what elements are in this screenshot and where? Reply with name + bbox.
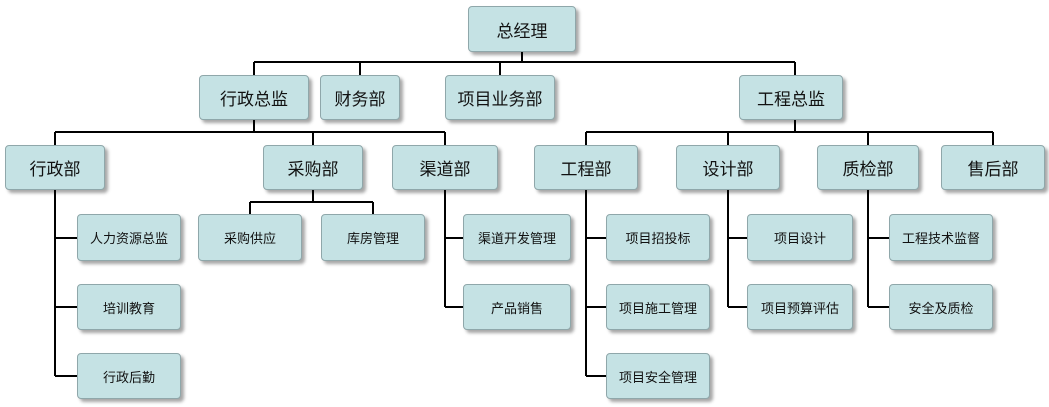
- node-budget-eval: 项目预算评估: [747, 284, 853, 330]
- node-admin-logistics: 行政后勤: [77, 353, 181, 399]
- node-admin-dept: 行政部: [5, 145, 105, 190]
- node-project-design: 项目设计: [747, 214, 853, 261]
- node-channel: 渠道部: [392, 145, 498, 190]
- node-warehouse: 库房管理: [321, 214, 425, 261]
- node-purchase-supply: 采购供应: [198, 214, 302, 261]
- node-bidding: 项目招投标: [606, 214, 710, 261]
- node-safety: 项目安全管理: [606, 353, 710, 399]
- node-quality: 质检部: [817, 145, 919, 190]
- node-safety-quality: 安全及质检: [889, 284, 993, 330]
- node-construction: 项目施工管理: [606, 284, 710, 330]
- node-training: 培训教育: [77, 284, 181, 330]
- node-engineering-director: 工程总监: [739, 75, 843, 120]
- node-after-sales: 售后部: [941, 145, 1045, 190]
- node-admin-director: 行政总监: [199, 75, 309, 120]
- node-tech-supervision: 工程技术监督: [889, 214, 993, 261]
- node-project-business: 项目业务部: [445, 75, 555, 120]
- node-purchasing: 采购部: [263, 145, 363, 190]
- node-ceo: 总经理: [468, 6, 576, 52]
- node-hr-director: 人力资源总监: [77, 214, 181, 261]
- node-design: 设计部: [676, 145, 780, 190]
- node-engineering-dept: 工程部: [534, 145, 638, 190]
- node-finance: 财务部: [320, 75, 400, 120]
- node-channel-dev: 渠道开发管理: [463, 214, 571, 261]
- node-product-sales: 产品销售: [463, 284, 571, 330]
